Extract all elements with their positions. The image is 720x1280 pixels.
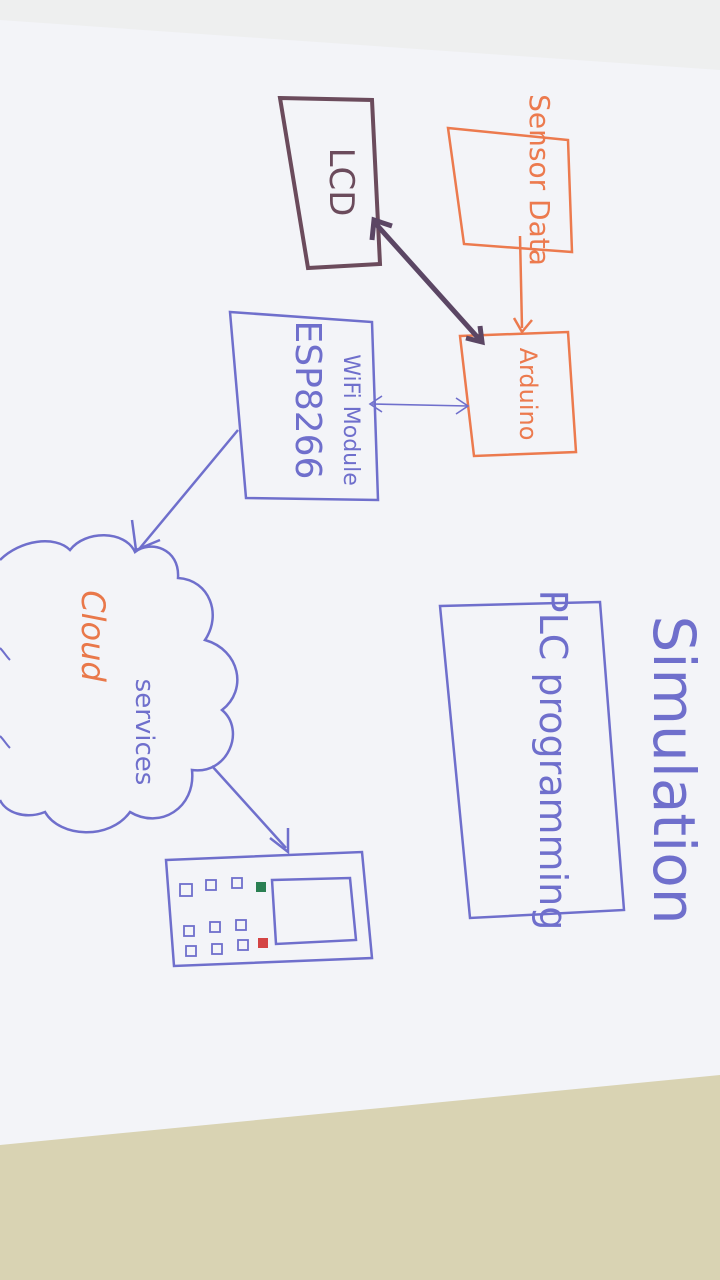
cloud-label-word1: Cloud [74,590,112,682]
lcd-node: LCD [277,95,383,271]
wifi-label-line2: ESP8266 [287,321,328,480]
cloud-tick-1 [0,647,11,661]
wifi-box [228,310,380,502]
wifi-arduino-connector [368,395,470,415]
sensor-box [446,126,574,254]
lcd-arrowhead [369,216,393,241]
sensor-label: Sensor Data [523,94,556,266]
arduino-box [458,330,578,458]
paper-shadow [0,0,720,70]
panel-screen [270,876,358,946]
wifi-arduino-line [371,403,469,407]
cloud-panel-connector [211,765,290,855]
arduino-node: Arduino [458,330,578,458]
cloud-outline [0,534,239,834]
panel-button [185,945,197,957]
lcd-box [277,95,383,271]
panel-arrowhead [269,828,290,855]
lcd-label: LCD [321,148,361,217]
cloud-node: Cloud services [0,534,239,834]
wifi-side-arrowhead [368,395,383,413]
arduino-side-arrowhead [455,397,470,415]
panel-button [209,921,221,933]
wifi-label-line1: WiFi Module [338,354,363,486]
panel-button [179,883,193,897]
lcd-arduino-line [374,222,482,342]
sensor-arrowhead [512,317,533,335]
panel-button [183,925,195,937]
panel-button [211,943,223,955]
panel-button [235,919,247,931]
plc-panel-node [164,850,374,968]
lcd-arduino-connector [369,216,485,346]
arduino-arrowhead [465,325,485,346]
wifi-module-node: WiFi Module ESP8266 [228,310,380,502]
panel-button [231,877,243,889]
sensor-to-arduino-line [518,235,524,329]
wifi-cloud-line [139,429,239,549]
panel-button [205,879,217,891]
plc-label: PLC programming [531,590,575,931]
plc-programming-node: PLC programming [438,590,626,931]
panel-outline [164,850,374,968]
cloud-tick-2 [0,735,11,749]
red-led [258,938,268,948]
plc-box [438,600,626,920]
cloud-panel-line [211,765,287,849]
cloud-label-word2: services [129,679,159,786]
panel-button [237,939,249,951]
simulation-title: Simulation [640,616,708,925]
green-led [256,882,266,892]
arduino-label: Arduino [514,348,542,441]
sensor-data-node: Sensor Data [446,94,574,335]
